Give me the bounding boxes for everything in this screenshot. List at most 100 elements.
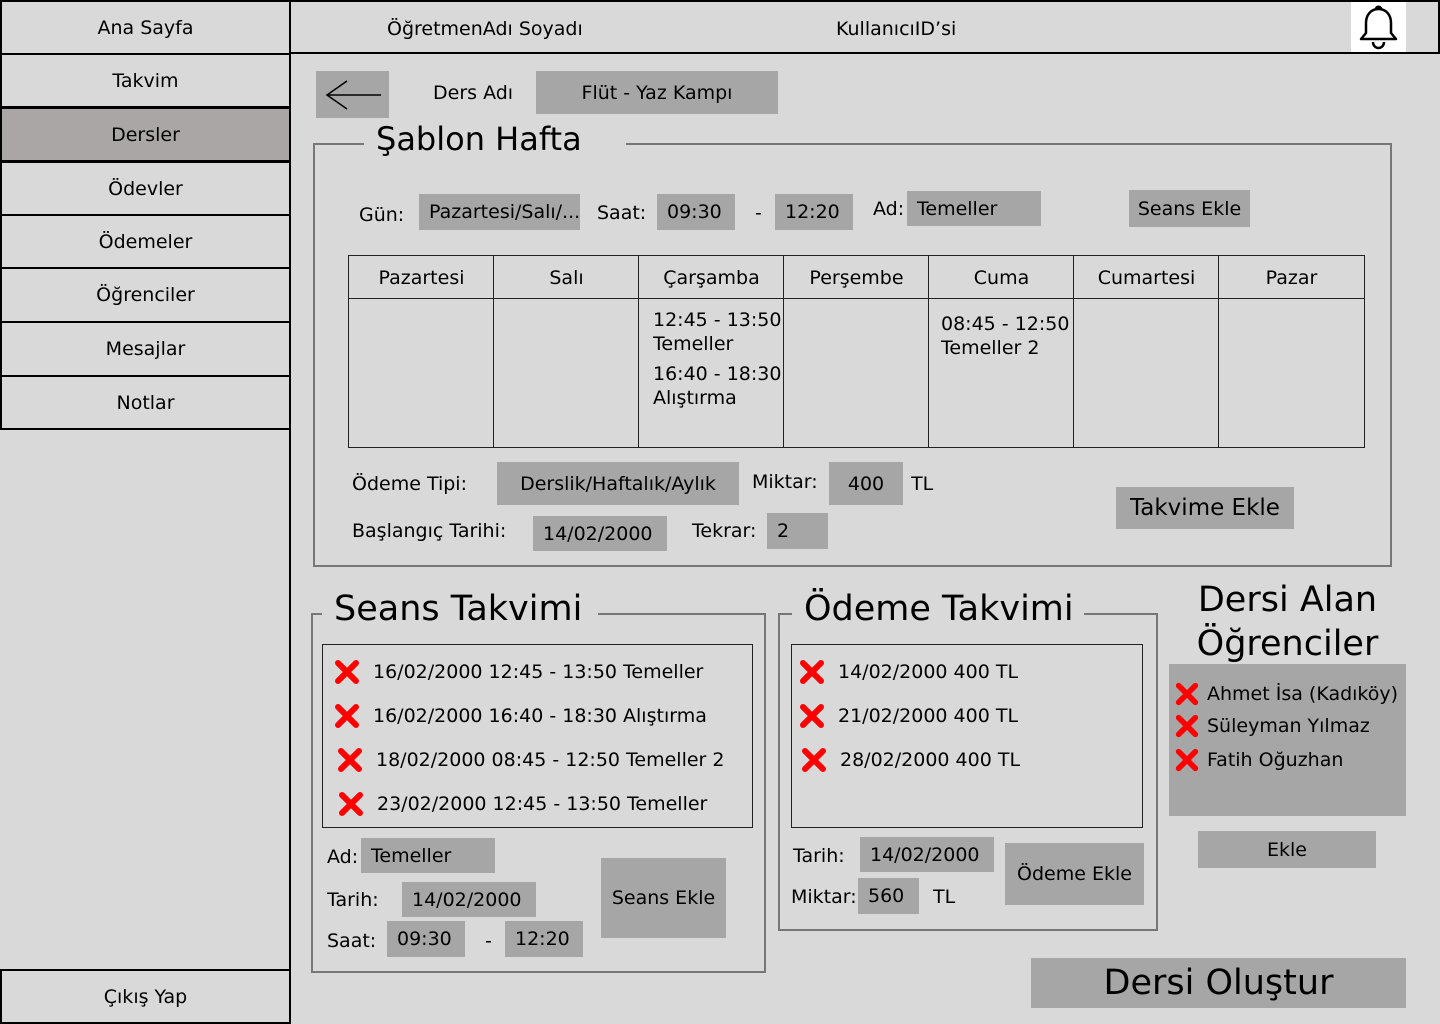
create-course-button[interactable]: Dersi Oluştur [1031,958,1406,1008]
currency-label: TL [911,473,934,495]
repeat-input[interactable]: 2 [767,513,828,549]
template-week-group [313,143,1392,567]
bell-icon [1359,5,1398,50]
time-start-input[interactable]: 09:30 [657,194,735,230]
slot-title: Temeller 2 [941,337,1040,359]
sidebar-item-label: Ödemeler [98,230,193,253]
amount-input[interactable]: 400 [829,462,903,505]
payment-list [791,644,1143,828]
remove-icon[interactable] [798,702,826,730]
remove-icon[interactable] [333,658,361,686]
notification-button[interactable] [1351,2,1406,52]
payment-item-text: 14/02/2000 400 TL [838,661,1019,683]
logout-label: Çıkış Yap [103,985,188,1008]
sidebar-item-ogrenciler[interactable]: Öğrenciler [0,267,291,323]
week-table: Pazartesi Salı Çarşamba 12:45 - 13:50 Te… [348,255,1365,448]
day-slots: 08:45 - 12:50 Temeller 2 [941,312,1069,366]
session-name-label: Ad: [873,198,905,220]
payment-date-input[interactable]: 14/02/2000 [860,837,994,872]
remove-icon[interactable] [336,746,364,774]
list-item: Süleyman Yılmaz [1174,711,1370,741]
remove-icon[interactable] [1174,713,1200,739]
sidebar-item-label: Notlar [116,391,175,414]
slot-time: 08:45 - 12:50 [941,313,1070,335]
logout-button[interactable]: Çıkış Yap [0,969,291,1024]
session-name-label: Ad: [327,846,359,868]
session-name-input[interactable]: Temeller [361,838,495,873]
payment-type-select[interactable]: Derslik/Haftalık/Aylık [497,462,739,505]
day-column-cuma[interactable]: Cuma 08:45 - 12:50 Temeller 2 [928,256,1074,447]
week-table-header [349,256,1364,299]
session-time-label: Saat: [327,930,377,952]
session-name-input[interactable]: Temeller [907,191,1041,226]
sidebar-item-odevler[interactable]: Ödevler [0,161,291,216]
session-time-end-input[interactable]: 12:20 [505,921,583,957]
user-id: KullanıcıID’si [836,18,957,40]
day-header: Pazar [1265,266,1318,289]
day-header: Cuma [973,266,1030,289]
add-student-button[interactable]: Ekle [1198,831,1376,868]
list-item: Ahmet İsa (Kadıköy) [1174,679,1398,709]
sidebar-item-dersler[interactable]: Dersler [0,107,291,162]
time-label: Saat: [597,202,647,224]
sidebar-item-ana-sayfa[interactable]: Ana Sayfa [0,0,291,55]
day-header: Perşembe [809,266,904,289]
session-slot[interactable]: 16:40 - 18:30 Alıştırma [653,362,781,410]
sidebar-item-label: Mesajlar [105,338,186,360]
remove-icon[interactable] [800,746,828,774]
day-column-pazartesi[interactable]: Pazartesi [349,256,494,447]
start-date-label: Başlangıç Tarihi: [352,520,507,542]
remove-icon[interactable] [798,658,826,686]
amount-label: Miktar: [752,471,818,493]
payment-schedule-title: Ödeme Takvimi [792,589,1084,629]
remove-icon[interactable] [337,790,365,818]
remove-icon[interactable] [1174,747,1200,773]
session-time-start-input[interactable]: 09:30 [387,921,465,957]
slot-time: 16:40 - 18:30 [653,363,782,385]
time-end-input[interactable]: 12:20 [775,194,853,230]
day-column-pazar[interactable]: Pazar [1218,256,1364,447]
day-column-cumartesi[interactable]: Cumartesi [1073,256,1219,447]
sidebar-item-label: Öğrenciler [96,284,195,306]
payment-amount-input[interactable]: 560 [858,878,919,914]
start-date-input[interactable]: 14/02/2000 [533,516,667,551]
add-session-button[interactable]: Seans Ekle [601,858,726,938]
template-add-session-button[interactable]: Seans Ekle [1129,190,1250,227]
day-column-persembe[interactable]: Perşembe [783,256,929,447]
list-item: 18/02/2000 08:45 - 12:50 Temeller 2 [336,744,725,776]
day-column-sali[interactable]: Salı [493,256,639,447]
session-date-input[interactable]: 14/02/2000 [402,882,536,917]
day-label: Gün: [359,204,405,226]
session-date-label: Tarih: [327,889,379,911]
day-header: Pazartesi [378,266,465,289]
slot-title: Alıştırma [653,387,737,409]
list-item: 16/02/2000 12:45 - 13:50 Temeller [333,656,703,688]
list-item: 14/02/2000 400 TL [798,656,1018,688]
remove-icon[interactable] [1174,681,1200,707]
sidebar-item-mesajlar[interactable]: Mesajlar [0,321,291,377]
sidebar-divider [289,0,291,1024]
template-week-title: Şablon Hafta [364,120,626,158]
payment-date-label: Tarih: [793,845,845,867]
remove-icon[interactable] [333,702,361,730]
students-title: Dersi Alan Öğrenciler [1169,578,1406,666]
day-column-carsamba[interactable]: Çarşamba 12:45 - 13:50 Temeller 16:40 - … [638,256,784,447]
student-name: Fatih Oğuzhan [1207,749,1344,771]
list-item: 23/02/2000 12:45 - 13:50 Temeller [337,788,707,820]
add-payment-button[interactable]: Ödeme Ekle [1005,843,1144,905]
back-button[interactable] [316,71,389,118]
sidebar-item-odemeler[interactable]: Ödemeler [0,214,291,269]
session-list [322,644,753,828]
session-slot[interactable]: 08:45 - 12:50 Temeller 2 [941,312,1069,360]
sidebar-item-notlar[interactable]: Notlar [0,375,291,430]
sidebar-item-takvim[interactable]: Takvim [0,53,291,108]
payment-currency-label: TL [933,886,956,908]
session-item-text: 16/02/2000 16:40 - 18:30 Alıştırma [373,705,707,727]
day-header: Çarşamba [663,266,760,289]
repeat-label: Tekrar: [692,520,757,542]
session-schedule-title: Seans Takvimi [322,589,599,629]
course-name-input[interactable]: Flüt - Yaz Kampı [536,71,778,114]
session-slot[interactable]: 12:45 - 13:50 Temeller [653,308,781,356]
add-to-calendar-button[interactable]: Takvime Ekle [1116,487,1294,529]
day-select[interactable]: Pazartesi/Salı/... [419,194,580,230]
